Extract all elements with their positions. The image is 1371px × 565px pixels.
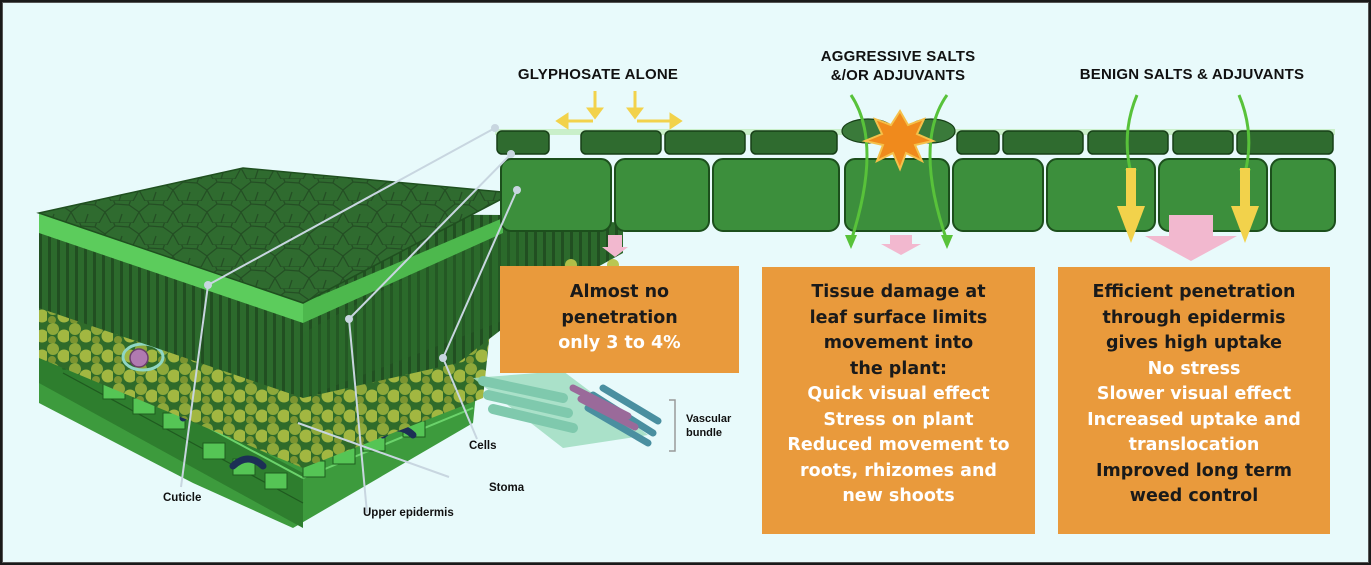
box-right-line4: No stress: [1147, 358, 1241, 379]
box-mid-line2: leaf surface limits: [809, 307, 988, 328]
box-right-line5: Slower visual effect: [1096, 384, 1292, 404]
box-aggressive-salts: Tissue damage at leaf surface limits mov…: [762, 267, 1035, 534]
header-glyphosate-alone: GLYPHOSATE ALONE: [517, 66, 679, 83]
callout-lines: [180, 127, 518, 514]
enlarged-epidermis-row: [500, 158, 1336, 232]
box-right-line3: gives high uptake: [1105, 333, 1283, 353]
header-aggressive-line1: AGGRESSIVE SALTS: [820, 48, 976, 65]
box-mid-line7: Reduced movement to: [787, 435, 1010, 455]
label-upper-epidermis: Upper epidermis: [363, 507, 454, 519]
vascular-bracket: [669, 399, 676, 452]
upper-epidermis-band: [39, 213, 503, 323]
box-mid-line3: movement into: [823, 333, 974, 353]
box-mid-line8: roots, rhizomes and: [800, 460, 997, 481]
pink-arrow-medium: [881, 235, 921, 255]
box-right-line9: weed control: [1129, 486, 1259, 506]
pink-arrow-large: [1145, 215, 1237, 261]
box-right-line8: Improved long term: [1095, 460, 1293, 481]
box-mid-line1: Tissue damage at: [811, 282, 986, 302]
aggressive-arrows: [849, 94, 949, 242]
box-left-line1: Almost no: [569, 282, 670, 302]
box-left-line3: only 3 to 4%: [558, 333, 681, 353]
box-right-line2: through epidermis: [1102, 307, 1286, 328]
damage-burst-icon: [861, 109, 937, 172]
box-mid-line5: Quick visual effect: [807, 384, 990, 404]
vascular-bundle: [473, 371, 662, 448]
label-cells: Cells: [469, 440, 497, 452]
glyphosate-alone-arrows: [555, 91, 683, 130]
label-stoma: Stoma: [489, 482, 525, 494]
label-vascular-line1: Vascular: [686, 413, 732, 425]
pink-arrow-small: [602, 235, 628, 257]
label-vascular-line2: bundle: [686, 427, 723, 439]
box-left-line2: penetration: [561, 307, 678, 328]
box-right-line6: Increased uptake and: [1087, 409, 1301, 430]
header-aggressive-line2: &/OR ADJUVANTS: [830, 67, 966, 84]
box-glyphosate-alone: Almost no penetration only 3 to 4%: [500, 266, 739, 373]
header-benign-salts: BENIGN SALTS & ADJUVANTS: [1079, 66, 1305, 83]
box-mid-line4: the plant:: [850, 358, 947, 379]
benign-arrows: [1117, 94, 1259, 243]
box-mid-line9: new shoots: [842, 486, 955, 506]
box-benign-salts: Efficient penetration through epidermis …: [1058, 267, 1330, 534]
box-right-line7: translocation: [1128, 435, 1260, 455]
header-aggressive-salts: AGGRESSIVE SALTS &/OR ADJUVANTS: [793, 47, 1003, 85]
label-cuticle: Cuticle: [163, 492, 202, 504]
box-right-line1: Efficient penetration: [1092, 282, 1296, 302]
label-vascular-bundle: Vascular bundle: [686, 412, 731, 440]
leaf-illustration: [36, 91, 1336, 528]
box-mid-line6: Stress on plant: [823, 409, 974, 430]
